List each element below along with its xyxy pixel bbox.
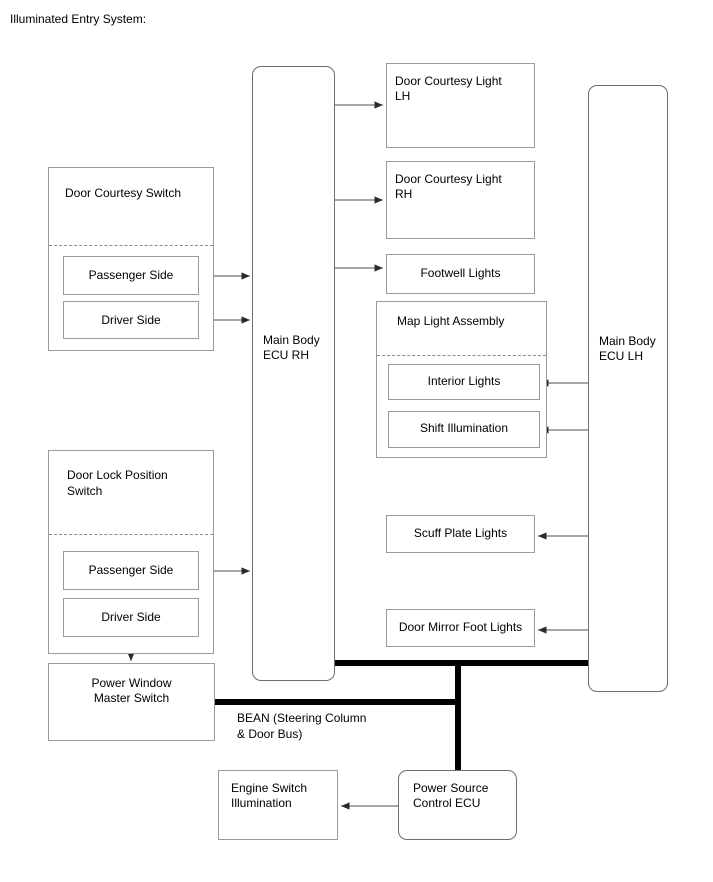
door-courtesy-switch-divider: [49, 245, 213, 246]
map-light-assembly-shift-illumination-label: Shift Illumination: [419, 421, 509, 435]
map-light-assembly-divider: [377, 355, 546, 356]
door-courtesy-switch-passenger-side-label: Passenger Side: [88, 268, 174, 282]
bean-bus-vertical-segment: [455, 660, 461, 772]
door-lock-position-switch-driver-side-label: Driver Side: [101, 610, 161, 624]
map-light-assembly-interior-lights[interactable]: Interior Lights: [388, 364, 540, 400]
bean-bus-label-line1: BEAN (Steering Column: [237, 711, 367, 725]
map-light-assembly-title: Map Light Assembly: [397, 314, 505, 328]
footwell-lights[interactable]: Footwell Lights: [386, 254, 535, 294]
bean-bus-lower-segment: [215, 699, 458, 705]
door-courtesy-switch-driver-side-label: Driver Side: [101, 313, 161, 327]
footwell-lights-label: Footwell Lights: [420, 266, 501, 280]
scuff-plate-lights-label: Scuff Plate Lights: [413, 526, 508, 540]
bean-bus-upper-segment: [335, 660, 593, 666]
door-lock-position-switch-divider: [49, 534, 213, 535]
door-mirror-foot-lights-label: Door Mirror Foot Lights: [398, 620, 523, 634]
door-courtesy-switch-title: Door Courtesy Switch: [65, 186, 182, 200]
door-lock-position-switch-driver-side[interactable]: Driver Side: [63, 598, 199, 637]
bean-bus-label: BEAN (Steering Column & Door Bus): [237, 710, 366, 742]
door-mirror-foot-lights[interactable]: Door Mirror Foot Lights: [386, 609, 535, 647]
bean-bus-label-line2: & Door Bus): [237, 727, 303, 741]
page-title: Illuminated Entry System:: [10, 12, 147, 26]
map-light-assembly-shift-illumination[interactable]: Shift Illumination: [388, 411, 540, 448]
door-lock-position-switch-passenger-side-label: Passenger Side: [88, 563, 174, 577]
door-courtesy-switch-passenger-side[interactable]: Passenger Side: [63, 256, 199, 295]
scuff-plate-lights[interactable]: Scuff Plate Lights: [386, 515, 535, 553]
map-light-assembly-interior-lights-label: Interior Lights: [427, 374, 501, 388]
door-courtesy-switch-driver-side[interactable]: Driver Side: [63, 301, 199, 339]
door-lock-position-switch-passenger-side[interactable]: Passenger Side: [63, 551, 199, 590]
